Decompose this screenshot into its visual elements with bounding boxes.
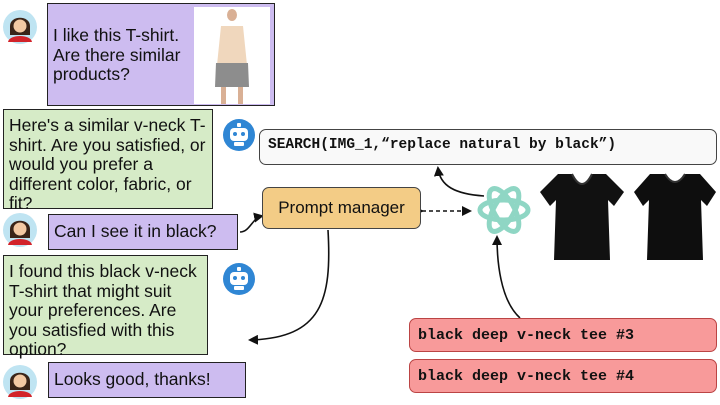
search-query-box: SEARCH(IMG_1,“replace natural by black”) — [259, 129, 717, 165]
user-avatar-icon — [3, 10, 37, 44]
bot-message-1: Here's a similar v-neck T-shirt. Are you… — [3, 109, 213, 213]
prompt-manager-box: Prompt manager — [262, 187, 421, 229]
product-image-natural-tee — [194, 7, 270, 104]
user-message-2: Can I see it in black? — [48, 214, 238, 250]
user-message-3: Looks good, thanks! — [48, 362, 246, 398]
arrow-user-to-prompt-manager — [239, 212, 264, 233]
result-image-black-tee-3 — [540, 173, 624, 260]
arrow-results-to-llm — [492, 235, 521, 319]
user-avatar-icon — [3, 213, 37, 247]
bot-message-2: I found this black v-neck T-shirt that m… — [3, 255, 208, 359]
result-item: black deep v-neck tee #3 — [409, 318, 717, 352]
robot-icon — [223, 119, 255, 151]
arrow-prompt-manager-to-bot — [248, 229, 330, 345]
result-image-black-tee-4 — [634, 173, 716, 260]
robot-icon — [223, 263, 255, 295]
user-avatar-icon — [3, 365, 37, 399]
result-item: black deep v-neck tee #4 — [409, 359, 717, 393]
openai-logo-icon — [477, 186, 531, 234]
arrow-llm-to-search — [433, 166, 485, 197]
user-message-1: I like this T-shirt. Are there similar p… — [47, 3, 275, 106]
user-message-1-text: I like this T-shirt. Are there similar p… — [53, 25, 181, 84]
